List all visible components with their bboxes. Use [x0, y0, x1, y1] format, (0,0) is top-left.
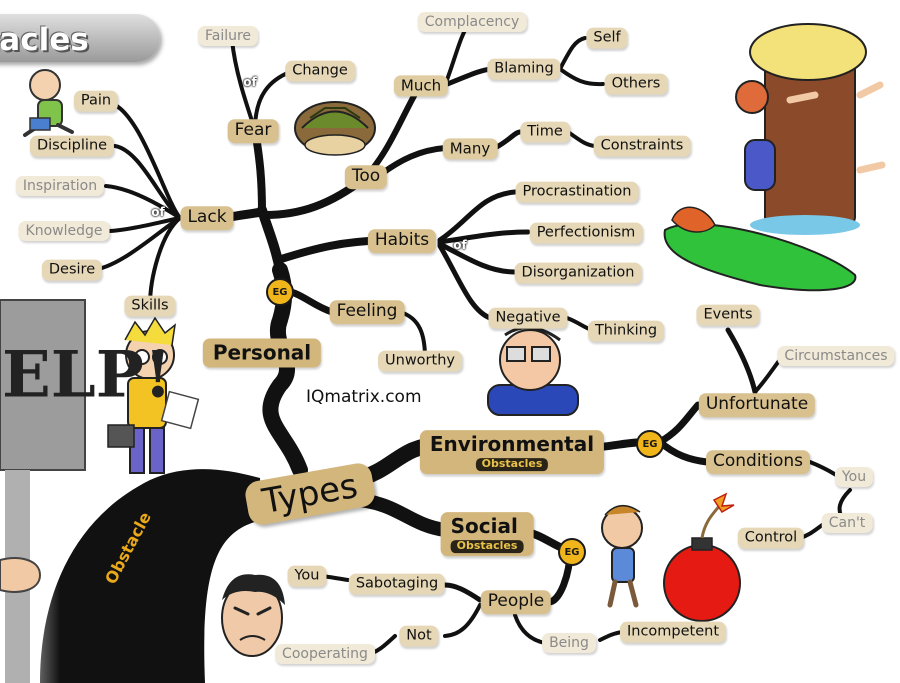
node-not[interactable]: Not [399, 625, 439, 647]
node-you-social[interactable]: You [287, 565, 327, 587]
bomb-illustration [663, 492, 741, 622]
node-blaming[interactable]: Blaming [487, 58, 561, 80]
nervous-man-illustration [487, 326, 579, 416]
hiding-turtle-illustration [294, 101, 376, 156]
secondary-branches [90, 20, 852, 655]
node-perfectionism[interactable]: Perfectionism [529, 222, 643, 244]
node-desire[interactable]: Desire [41, 259, 103, 281]
node-constraints[interactable]: Constraints [593, 135, 691, 157]
eg-badge-social: EG [558, 538, 586, 566]
node-too[interactable]: Too [344, 165, 388, 189]
node-events[interactable]: Events [696, 304, 760, 326]
node-self[interactable]: Self [586, 27, 628, 49]
node-social-sub: Obstacles [450, 540, 524, 553]
surfboard-illustration [663, 206, 857, 292]
node-skills[interactable]: Skills [124, 295, 176, 317]
scared-man-illustration [601, 505, 643, 608]
eg-badge-personal: EG [266, 278, 294, 306]
node-time[interactable]: Time [520, 121, 570, 143]
node-environmental-label: Environmental [429, 432, 595, 457]
watermark: IQmatrix.com [302, 387, 426, 407]
node-change[interactable]: Change [285, 60, 355, 82]
node-environmental-sub: Obstacles [475, 458, 549, 471]
of-label-fear: of [243, 75, 257, 89]
of-label-lack: of [151, 205, 165, 219]
node-thinking[interactable]: Thinking [587, 320, 665, 342]
node-failure[interactable]: Failure [197, 25, 259, 47]
help-sign-illustration [0, 299, 86, 683]
title-banner [0, 14, 160, 62]
node-disorganization[interactable]: Disorganization [514, 262, 642, 284]
node-control[interactable]: Control [737, 527, 805, 549]
node-incompetent[interactable]: Incompetent [619, 621, 727, 643]
node-people[interactable]: People [480, 590, 552, 614]
node-habits[interactable]: Habits [367, 229, 437, 253]
node-social-label: Social [450, 514, 518, 539]
node-many[interactable]: Many [442, 138, 498, 160]
node-cant[interactable]: Can't [821, 512, 873, 534]
worried-boy-illustration [107, 316, 200, 474]
node-conditions[interactable]: Conditions [706, 450, 810, 474]
node-personal[interactable]: Personal [202, 338, 322, 368]
eg-badge-environmental: EG [636, 430, 664, 458]
node-social[interactable]: Social Obstacles [440, 512, 534, 556]
node-sabotaging[interactable]: Sabotaging [348, 573, 446, 595]
node-negative[interactable]: Negative [488, 307, 568, 329]
title-banner-text: stacles [0, 22, 89, 58]
of-label-habits: of [453, 238, 467, 252]
node-procrastination[interactable]: Procrastination [515, 181, 639, 203]
node-fear[interactable]: Fear [227, 119, 279, 143]
node-much[interactable]: Much [393, 75, 449, 97]
node-cooperating[interactable]: Cooperating [275, 643, 375, 665]
node-circumstances[interactable]: Circumstances [777, 345, 895, 367]
node-unworthy[interactable]: Unworthy [378, 350, 462, 372]
hugging-tree-illustration [735, 23, 886, 235]
crying-kid-illustration [23, 69, 74, 137]
node-lack[interactable]: Lack [180, 206, 234, 230]
node-unfortunate[interactable]: Unfortunate [698, 393, 816, 417]
node-feeling[interactable]: Feeling [329, 300, 405, 324]
node-complacency[interactable]: Complacency [417, 11, 527, 33]
node-inspiration[interactable]: Inspiration [15, 175, 105, 197]
help-sign-text: ELP! [2, 337, 172, 413]
node-environmental[interactable]: Environmental Obstacles [419, 430, 605, 474]
angry-man-illustration [221, 574, 285, 657]
node-knowledge[interactable]: Knowledge [18, 220, 110, 242]
obstacle-root-shape [40, 469, 262, 683]
node-pain[interactable]: Pain [73, 90, 119, 112]
node-others[interactable]: Others [604, 73, 668, 95]
node-you-env[interactable]: You [834, 466, 874, 488]
node-being[interactable]: Being [542, 632, 596, 654]
node-discipline[interactable]: Discipline [29, 135, 115, 157]
